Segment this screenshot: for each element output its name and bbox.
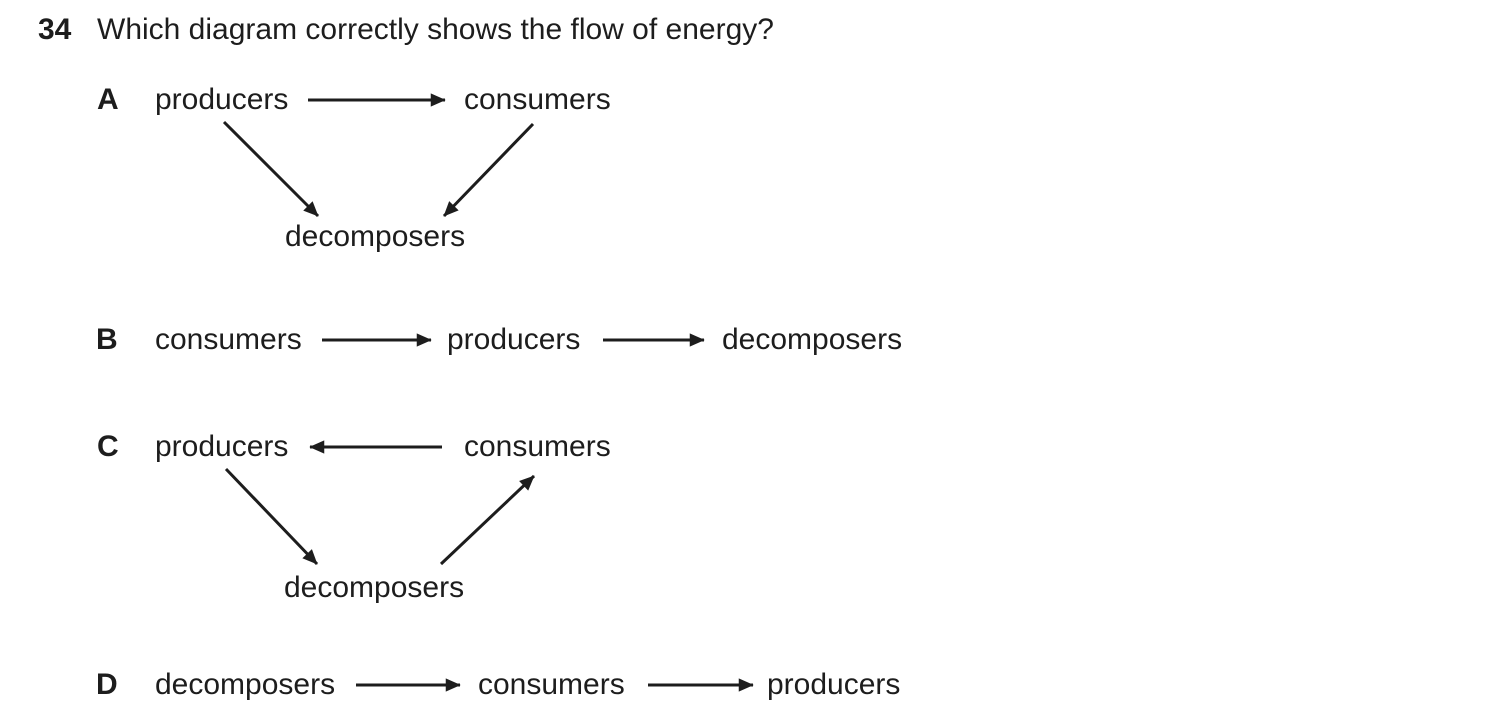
option-c-node-consumers: consumers	[464, 430, 611, 463]
question-number: 34	[38, 13, 72, 46]
option-a-letter: A	[97, 83, 119, 116]
option-c-node-producers: producers	[155, 430, 289, 463]
option-d-node-producers: producers	[767, 668, 901, 701]
option-d-node-decomposers: decomposers	[155, 668, 336, 701]
arrow-a-consumers-to-decomposers	[442, 122, 535, 218]
arrow-c-producers-to-decomposers	[224, 467, 319, 566]
option-b-node-producers: producers	[447, 323, 581, 356]
option-b-node-consumers: consumers	[155, 323, 302, 356]
option-a-node-consumers: consumers	[464, 83, 611, 116]
option-b-letter: B	[96, 323, 118, 356]
question-text: Which diagram correctly shows the flow o…	[97, 13, 774, 46]
option-d-letter: D	[96, 668, 118, 701]
option-b-node-decomposers: decomposers	[722, 323, 903, 356]
option-a-node-producers: producers	[155, 83, 289, 116]
option-c-node-decomposers: decomposers	[284, 571, 465, 604]
arrow-a-producers-to-decomposers	[222, 120, 320, 218]
option-a-node-decomposers: decomposers	[285, 220, 466, 253]
option-c-letter: C	[97, 430, 119, 463]
arrow-c-decomposers-to-consumers	[439, 474, 536, 566]
option-d-node-consumers: consumers	[478, 668, 625, 701]
